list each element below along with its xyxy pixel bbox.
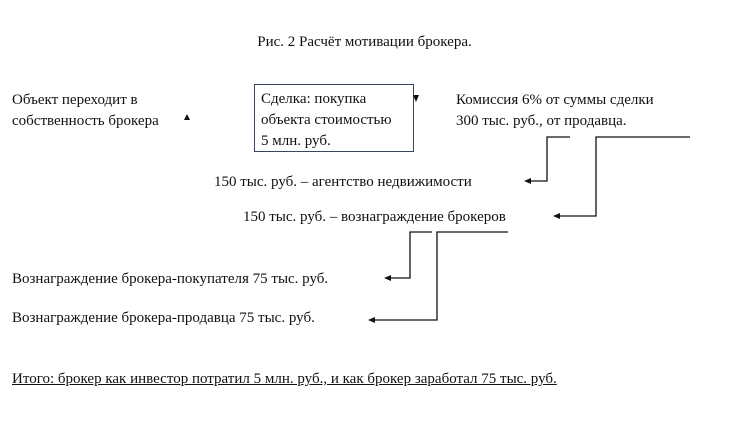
left-note-line1: Объект переходит в — [12, 92, 138, 108]
connector-seller — [374, 231, 508, 321]
arrow-left-icon — [384, 275, 391, 281]
commission-line2: 300 тыс. руб., от продавца. — [456, 113, 627, 129]
arrow-up-icon — [184, 114, 190, 120]
agency-share: 150 тыс. руб. – агентство недвижимости — [214, 174, 472, 190]
deal-line2: объекта стоимостью — [261, 112, 392, 128]
buyer-broker-share: Вознаграждение брокера-покупателя 75 тыс… — [12, 271, 329, 287]
deal-box: Сделка: покупка объекта стоимостью 5 млн… — [254, 84, 414, 152]
deal-line1: Сделка: покупка — [261, 91, 367, 107]
arrow-left-icon — [368, 317, 375, 323]
seller-broker-share: Вознаграждение брокера-продавца 75 тыс. … — [12, 310, 315, 326]
connector-buyer — [390, 231, 432, 279]
brokers-share: 150 тыс. руб. – вознаграждение брокеров — [243, 209, 506, 225]
arrow-left-icon — [524, 178, 531, 184]
deal-line3: 5 млн. руб. — [261, 133, 331, 149]
total-summary: Итого: брокер как инвестор потратил 5 мл… — [12, 371, 557, 387]
figure-title: Рис. 2 Расчёт мотивации брокера. — [257, 34, 472, 50]
arrow-down-icon — [413, 95, 419, 102]
left-note-line2: собственность брокера — [12, 113, 159, 129]
connector-brokers — [559, 136, 690, 217]
connector-agency — [530, 136, 570, 182]
commission-line1: Комиссия 6% от суммы сделки — [456, 92, 654, 108]
arrow-left-icon — [553, 213, 560, 219]
